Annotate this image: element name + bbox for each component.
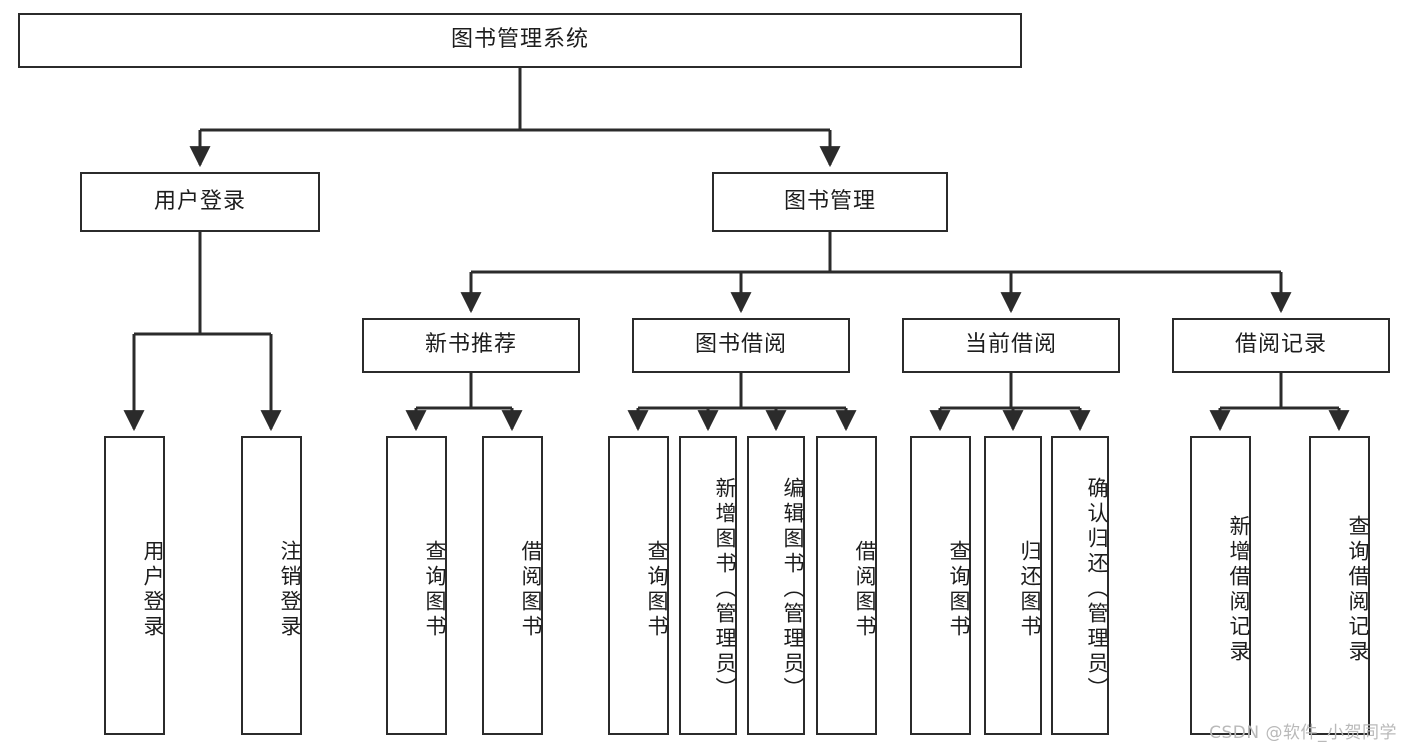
- node-leaf-add-record-label: 新增借阅记录: [1227, 514, 1251, 665]
- node-leaf-user-login[interactable]: 用户登录: [104, 436, 165, 735]
- node-book-manage-label: 图书管理: [783, 188, 876, 214]
- node-borrow-record-label: 借阅记录: [1234, 332, 1327, 358]
- node-leaf-user-login-label: 用户登录: [141, 539, 165, 640]
- node-new-book-recommend[interactable]: 新书推荐: [362, 318, 580, 373]
- node-leaf-add-book-label: 新增图书（管理员）: [713, 477, 737, 702]
- node-leaf-query-book-cur[interactable]: 查询图书: [910, 436, 971, 735]
- node-leaf-query-record-label: 查询借阅记录: [1346, 514, 1370, 665]
- node-leaf-return-book-label: 归还图书: [1018, 539, 1042, 640]
- node-leaf-edit-book[interactable]: 编辑图书（管理员）: [747, 436, 805, 735]
- node-leaf-confirm-return[interactable]: 确认归还（管理员）: [1051, 436, 1109, 735]
- node-leaf-query-book-rec-label: 查询图书: [423, 539, 447, 640]
- node-leaf-query-book-rec[interactable]: 查询图书: [386, 436, 447, 735]
- node-leaf-borrow-book-bor[interactable]: 借阅图书: [816, 436, 877, 735]
- node-leaf-query-record[interactable]: 查询借阅记录: [1309, 436, 1370, 735]
- node-current-borrow[interactable]: 当前借阅: [902, 318, 1120, 373]
- node-leaf-return-book[interactable]: 归还图书: [984, 436, 1042, 735]
- node-leaf-query-book-bor-label: 查询图书: [645, 539, 669, 640]
- node-leaf-borrow-book-bor-label: 借阅图书: [853, 539, 877, 640]
- node-leaf-logout-label: 注销登录: [278, 539, 302, 640]
- node-leaf-query-book-cur-label: 查询图书: [947, 539, 971, 640]
- node-leaf-add-book[interactable]: 新增图书（管理员）: [679, 436, 737, 735]
- node-leaf-borrow-book-rec-label: 借阅图书: [519, 539, 543, 640]
- node-leaf-confirm-return-label: 确认归还（管理员）: [1085, 477, 1109, 702]
- node-leaf-logout[interactable]: 注销登录: [241, 436, 302, 735]
- node-root[interactable]: 图书管理系统: [18, 13, 1022, 68]
- node-leaf-borrow-book-rec[interactable]: 借阅图书: [482, 436, 543, 735]
- node-book-borrow[interactable]: 图书借阅: [632, 318, 850, 373]
- node-book-borrow-label: 图书借阅: [694, 332, 787, 358]
- node-book-manage[interactable]: 图书管理: [712, 172, 948, 232]
- node-user-login-label: 用户登录: [153, 188, 246, 214]
- node-leaf-query-book-bor[interactable]: 查询图书: [608, 436, 669, 735]
- node-leaf-edit-book-label: 编辑图书（管理员）: [781, 477, 805, 702]
- node-user-login[interactable]: 用户登录: [80, 172, 320, 232]
- node-root-label: 图书管理系统: [450, 27, 589, 53]
- node-leaf-add-record[interactable]: 新增借阅记录: [1190, 436, 1251, 735]
- node-current-borrow-label: 当前借阅: [964, 332, 1057, 358]
- node-borrow-record[interactable]: 借阅记录: [1172, 318, 1390, 373]
- node-new-book-recommend-label: 新书推荐: [424, 332, 517, 358]
